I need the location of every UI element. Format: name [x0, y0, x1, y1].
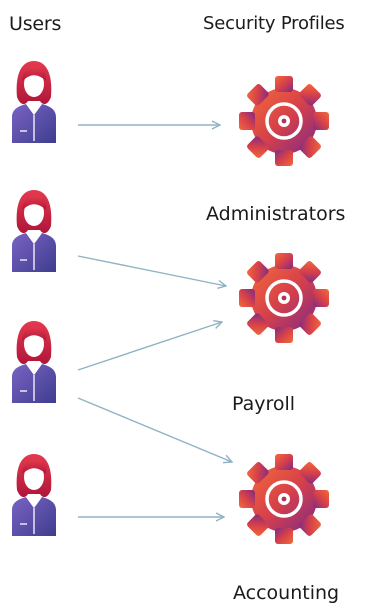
security-profiles-header: Security Profiles: [203, 13, 345, 34]
user-icon: [11, 189, 57, 273]
gear-icon: [237, 74, 331, 168]
arrows: [77, 125, 232, 517]
arrow-user2-payroll: [77, 255, 226, 286]
profile-label-accounting: Accounting: [233, 582, 340, 604]
profile-label-payroll: Payroll: [232, 393, 296, 415]
user-icon: [11, 60, 57, 144]
gear-icon: [237, 452, 331, 546]
users-header: Users: [9, 13, 62, 35]
arrow-user3-accounting: [77, 397, 232, 462]
gear-icon: [237, 251, 331, 345]
arrow-user3-payroll: [77, 322, 222, 371]
user-icon: [11, 320, 57, 404]
user-icon: [11, 453, 57, 537]
profile-label-administrators: Administrators: [206, 203, 346, 225]
